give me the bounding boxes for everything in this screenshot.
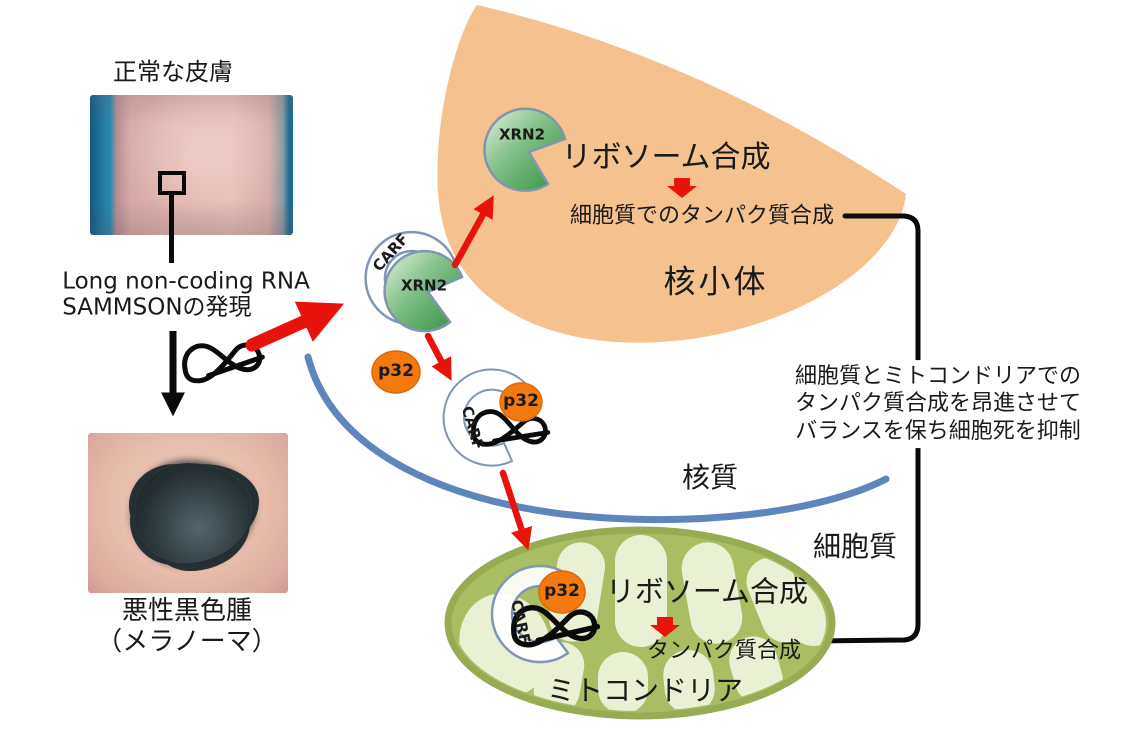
arrow-complex-to-p32 xyxy=(424,332,452,381)
carf-protein-shape xyxy=(490,564,570,664)
nucleolus-label: 核小体 xyxy=(663,262,769,301)
xrn2-protein-shape xyxy=(383,249,464,333)
melanoma-lesion xyxy=(134,463,252,563)
nucleoplasm-carf-p32-complex xyxy=(442,368,550,467)
effect-note-line1: 細胞質とミトコンドリアでの xyxy=(794,364,1082,390)
effect-note-line2: タンパク質合成を昂進させて xyxy=(794,391,1082,417)
mito-protein-synthesis-label: タンパク質合成 xyxy=(646,638,802,664)
lncrna-line2: SAMMSONの発現 xyxy=(62,295,252,321)
nucleolus-shape xyxy=(437,5,906,343)
nucleoplasm-label: 核質 xyxy=(681,460,739,494)
arrow-complex-to-nucleolus xyxy=(451,195,494,269)
nucleolus-ribosome-synthesis-label: リボソーム合成 xyxy=(561,139,771,175)
skin-photo-shading xyxy=(90,95,293,235)
marker-connector-line xyxy=(169,193,174,263)
arrow-sammson-to-complex xyxy=(245,301,345,352)
melanoma-label-line1: 悪性黒色腫 xyxy=(121,596,253,627)
arrow-p32-to-mitochondria xyxy=(499,469,533,551)
carf-protein-shape xyxy=(442,368,528,467)
nucleolus-protein-synthesis-label: 細胞質でのタンパク質合成 xyxy=(569,203,835,229)
red-arrows xyxy=(245,195,533,551)
normal-skin-label: 正常な皮膚 xyxy=(113,58,233,87)
carf-xrn2-complex xyxy=(364,230,464,333)
xrn2-protein-shape xyxy=(483,107,567,192)
p32-protein-shape xyxy=(538,570,586,614)
nuclear-membrane-curve xyxy=(304,353,890,523)
xrn2-label: XRN2 xyxy=(400,276,448,295)
block-arrow-down-icon xyxy=(650,617,680,637)
p32-label: p32 xyxy=(378,361,414,382)
mitochondria-label: ミトコンドリア xyxy=(546,673,744,707)
lncrna-label: Long non-coding RNA SAMMSONの発現 xyxy=(62,269,310,322)
biopsy-square-marker xyxy=(158,171,186,195)
mito-ribosome-synthesis-label: リボソーム合成 xyxy=(605,574,809,609)
xrn2-label: XRN2 xyxy=(498,125,546,144)
melanoma-label-line2: （メラノーマ） xyxy=(96,627,278,658)
effect-note-line3: バランスを保ち細胞死を抑制 xyxy=(795,418,1081,444)
lncrna-line1: Long non-coding RNA xyxy=(62,268,310,295)
mito-carf-p32-complex xyxy=(490,564,599,664)
cytoplasm-label: 細胞質 xyxy=(812,529,898,563)
effect-note: 細胞質とミトコンドリアでの タンパク質合成を昂進させて バランスを保ち細胞死を抑… xyxy=(789,360,1087,448)
normal-skin-photo xyxy=(90,95,293,235)
p32-label: p32 xyxy=(503,391,539,412)
p32-protein-shape xyxy=(371,350,421,394)
mitochondria-cristae xyxy=(459,535,826,711)
block-arrow-down-icon xyxy=(667,178,697,198)
melanoma-photo xyxy=(88,433,288,593)
p32-protein-shape xyxy=(499,382,543,422)
p32-label: p32 xyxy=(544,581,580,602)
